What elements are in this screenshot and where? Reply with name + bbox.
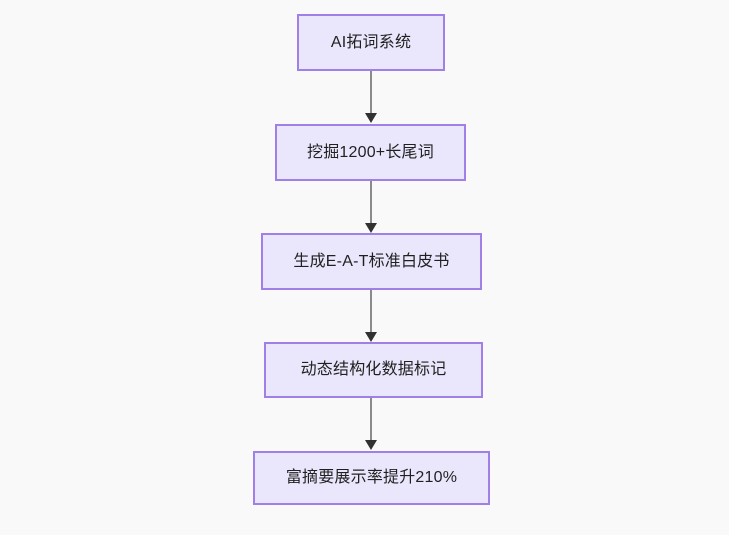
flowchart-node-label: 富摘要展示率提升210% xyxy=(285,469,458,487)
flowchart-arrow-head-icon xyxy=(365,113,377,123)
flowchart-node-label: 挖掘1200+长尾词 xyxy=(307,143,434,161)
flowchart-connector-line xyxy=(370,290,372,332)
flowchart-node-label: 生成E-A-T标准白皮书 xyxy=(293,252,450,270)
flowchart-connector-line xyxy=(370,71,372,114)
flowchart-node-rich-snippet-result[interactable]: 富摘要展示率提升210% xyxy=(253,451,490,505)
flowchart-node-label: AI拓词系统 xyxy=(330,33,412,51)
flowchart-node-ai-keyword-system[interactable]: AI拓词系统 xyxy=(297,14,445,71)
flowchart-node-longtail-keywords[interactable]: 挖掘1200+长尾词 xyxy=(275,124,466,181)
flowchart-node-structured-data-markup[interactable]: 动态结构化数据标记 xyxy=(264,342,483,398)
flowchart-connector-line xyxy=(370,181,372,224)
flowchart-arrow-head-icon xyxy=(365,332,377,342)
flowchart-node-eat-whitepaper[interactable]: 生成E-A-T标准白皮书 xyxy=(261,233,482,290)
flowchart-connector-line xyxy=(370,398,372,441)
flowchart-arrow-head-icon xyxy=(365,223,377,233)
flowchart-node-label: 动态结构化数据标记 xyxy=(300,361,447,379)
flowchart-arrow-head-icon xyxy=(365,440,377,450)
